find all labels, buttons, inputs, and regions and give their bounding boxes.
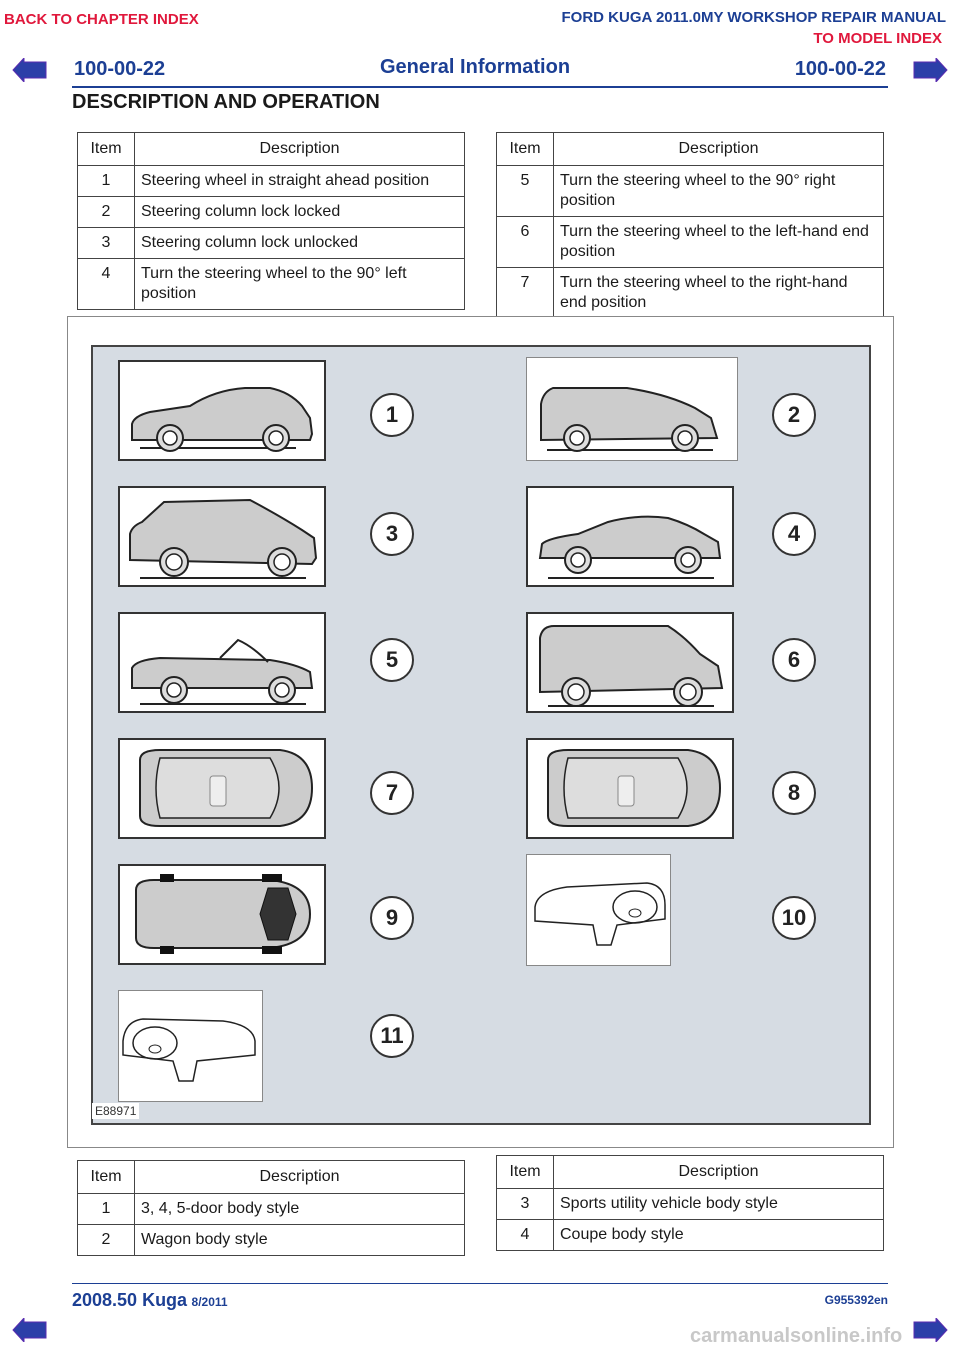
item-cell: 5: [496, 165, 554, 217]
description-cell: Coupe body style: [553, 1219, 884, 1251]
table-header-row: Item Description: [77, 1160, 465, 1194]
next-page-arrow-icon[interactable]: [912, 58, 948, 82]
footer-code: G955392en: [824, 1293, 888, 1307]
figure-code-label: E88971: [92, 1103, 140, 1119]
body-style-figure: 1 2 3 4 5 6 7 8 9 10 11 E88971: [91, 345, 871, 1125]
back-to-chapter-index-link[interactable]: BACK TO CHAPTER INDEX: [4, 11, 199, 28]
description-cell: Steering wheel in straight ahead positio…: [134, 165, 465, 197]
col-item-header: Item: [77, 132, 135, 166]
watermark-text: carmanualsonline.info: [690, 1325, 903, 1347]
item-cell: 7: [496, 267, 554, 319]
description-cell: Steering column lock unlocked: [134, 227, 465, 259]
to-model-index-link[interactable]: TO MODEL INDEX: [813, 30, 942, 47]
coupe-side-view-illustration: [526, 486, 734, 587]
dashboard-lhd-illustration: [118, 990, 263, 1102]
previous-page-arrow-icon[interactable]: [12, 58, 48, 82]
table-header-row: Item Description: [77, 132, 465, 166]
item-cell: 4: [77, 258, 135, 310]
page-heading: DESCRIPTION AND OPERATION: [72, 91, 380, 113]
footer-model-line: 2008.50 Kuga 8/2011: [72, 1290, 228, 1311]
hatchback-side-view-illustration: [118, 360, 326, 461]
callout-2: 2: [772, 393, 816, 437]
col-description-header: Description: [553, 132, 884, 166]
col-description-header: Description: [134, 132, 465, 166]
manual-title: FORD KUGA 2011.0MY WORKSHOP REPAIR MANUA…: [561, 9, 947, 26]
callout-3: 3: [370, 512, 414, 556]
next-page-arrow-icon[interactable]: [912, 1318, 948, 1342]
callout-8: 8: [772, 771, 816, 815]
callout-9: 9: [370, 896, 414, 940]
description-cell: Turn the steering wheel to the 90° left …: [134, 258, 465, 310]
description-cell: Steering column lock locked: [134, 196, 465, 228]
col-item-header: Item: [496, 132, 554, 166]
description-cell: Sports utility vehicle body style: [553, 1188, 884, 1220]
section-title: General Information: [380, 56, 571, 78]
item-cell: 2: [77, 196, 135, 228]
description-cell: Wagon body style: [134, 1224, 465, 1256]
description-cell: Turn the steering wheel to the left-hand…: [553, 216, 884, 268]
footer-rule: [72, 1283, 888, 1284]
col-item-header: Item: [496, 1155, 554, 1189]
wagon-side-view-illustration: [526, 357, 738, 461]
top-view-rhd-illustration: [526, 738, 734, 839]
col-description-header: Description: [553, 1155, 884, 1189]
callout-5: 5: [370, 638, 414, 682]
footer-date: 8/2011: [191, 1295, 228, 1309]
callout-11: 11: [370, 1014, 414, 1058]
header-rule: [72, 86, 888, 88]
item-cell: 6: [496, 216, 554, 268]
callout-7: 7: [370, 771, 414, 815]
top-view-lhd-illustration: [118, 738, 326, 839]
suv-side-view-illustration: [118, 486, 326, 587]
callout-4: 4: [772, 512, 816, 556]
col-description-header: Description: [134, 1160, 465, 1194]
table-header-row: Item Description: [496, 1155, 884, 1189]
page-number-left: 100-00-22: [74, 58, 166, 80]
col-item-header: Item: [77, 1160, 135, 1194]
callout-6: 6: [772, 638, 816, 682]
convertible-side-view-illustration: [118, 612, 326, 713]
footer-model: 2008.50 Kuga: [72, 1290, 188, 1310]
dashboard-rhd-illustration: [526, 854, 671, 966]
item-cell: 3: [77, 227, 135, 259]
top-view-steering-gear-illustration: [118, 864, 326, 965]
item-cell: 1: [77, 165, 135, 197]
description-cell: 3, 4, 5-door body style: [134, 1193, 465, 1225]
callout-10: 10: [772, 896, 816, 940]
callout-1: 1: [370, 393, 414, 437]
item-cell: 4: [496, 1219, 554, 1251]
item-cell: 1: [77, 1193, 135, 1225]
description-cell: Turn the steering wheel to the right-han…: [553, 267, 884, 319]
previous-page-arrow-icon[interactable]: [12, 1318, 48, 1342]
item-cell: 3: [496, 1188, 554, 1220]
description-cell: Turn the steering wheel to the 90° right…: [553, 165, 884, 217]
van-side-view-illustration: [526, 612, 734, 713]
table-header-row: Item Description: [496, 132, 884, 166]
item-cell: 2: [77, 1224, 135, 1256]
page-number-right: 100-00-22: [794, 58, 886, 80]
